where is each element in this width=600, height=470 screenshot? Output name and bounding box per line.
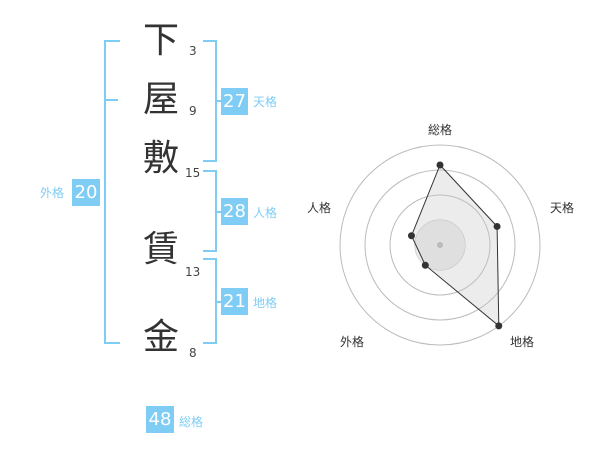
radar-point-1 — [436, 161, 444, 169]
soukaku-value-badge: 48 — [146, 406, 174, 433]
radar-axis-label-tenkaku: 天格 — [550, 201, 575, 215]
radar-axis-label-soukaku: 総格 — [428, 123, 453, 137]
radar-point-3 — [495, 322, 503, 330]
stroke-count-4: 13 — [185, 265, 201, 279]
radar-point-5 — [407, 232, 415, 240]
radar-center-dot — [437, 242, 443, 248]
tenkaku-connector — [215, 100, 221, 102]
name-char-1: 下 — [142, 20, 179, 61]
radar-axis-label-gaikaku: 外格 — [340, 335, 365, 349]
radar-point-2 — [493, 222, 501, 230]
soukaku-label: 総格 — [179, 415, 204, 429]
radar-ring-3 — [364, 169, 516, 321]
chikaku-connector — [215, 301, 221, 303]
jinkaku-connector — [215, 211, 221, 213]
stroke-count-3: 15 — [185, 166, 201, 180]
gaikaku-label: 外格 — [40, 186, 65, 200]
name-char-4: 賃 — [142, 229, 179, 270]
gaikaku-bracket-mid-tick — [104, 99, 118, 101]
jinkaku-label: 人格 — [253, 206, 278, 220]
radar-series-polygon — [410, 164, 500, 327]
tenkaku-value-badge: 27 — [221, 88, 248, 115]
gaikaku-bracket — [104, 40, 120, 344]
stroke-count-1: 3 — [189, 44, 197, 58]
stroke-count-2: 9 — [189, 104, 197, 118]
name-char-2: 屋 — [142, 79, 179, 120]
chikaku-value-badge: 21 — [221, 288, 248, 315]
name-char-3: 敷 — [142, 138, 179, 179]
radar-ring-4 — [339, 144, 541, 346]
tenkaku-label: 天格 — [253, 95, 278, 109]
radar-point-4 — [421, 261, 429, 269]
jinkaku-value-badge: 28 — [221, 198, 248, 225]
stroke-count-5: 8 — [189, 346, 197, 360]
name-char-5: 金 — [142, 317, 179, 358]
chikaku-label: 地格 — [253, 296, 278, 310]
radar-chart — [339, 144, 541, 346]
radar-ring-2 — [389, 194, 491, 296]
radar-axis-label-jinkaku: 人格 — [307, 201, 332, 215]
radar-axis-label-chikaku: 地格 — [510, 335, 535, 349]
gaikaku-value-badge: 20 — [72, 179, 100, 206]
